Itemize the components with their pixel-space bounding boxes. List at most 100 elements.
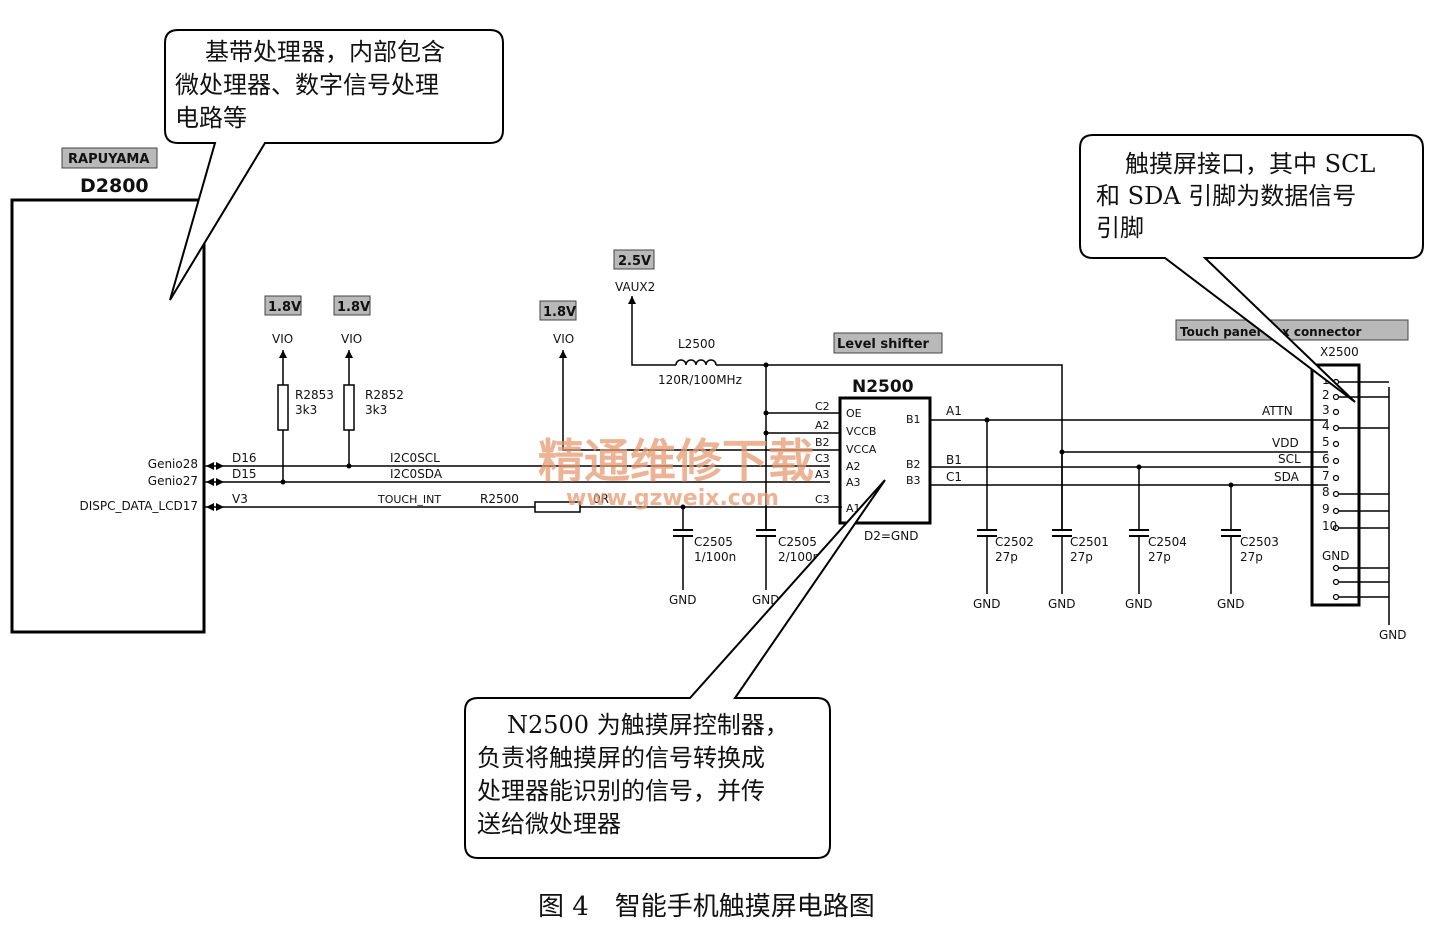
touch-if-line-3: 引脚 [1096, 214, 1144, 242]
n2500-ball-b2: B2 [815, 436, 830, 449]
resistor-r2852 [343, 384, 355, 431]
capacitor-ref: C2503 [1240, 535, 1279, 549]
baseband-line-1: 基带处理器，内部包含 [205, 38, 445, 66]
vaux2-label: VAUX2 [615, 280, 655, 294]
connector-pin-8: 8 [1322, 485, 1330, 499]
n2500-ball-a2: A2 [815, 419, 830, 432]
n2500-ball-c3b: C3 [815, 493, 830, 506]
supply-tag [613, 249, 655, 270]
n2500-box [838, 396, 932, 525]
vio-label: VIO [272, 332, 293, 346]
r2852-value: 3k3 [365, 403, 387, 417]
r2853-value: 3k3 [295, 403, 317, 417]
r2500-value: 0R [593, 492, 609, 506]
nets [205, 465, 842, 508]
connector-gnd-contact [1332, 578, 1340, 586]
connector-nets [930, 419, 1328, 486]
net-i2c0scl-label: I2C0SCL [390, 451, 440, 465]
vio-label: VIO [341, 332, 362, 346]
x2500-ref: X2500 [1320, 345, 1359, 359]
n2500-line-3: 处理器能识别的信号，并传 [477, 777, 765, 805]
baseband-line-3: 电路等 [175, 104, 247, 132]
connector-pin-5: 5 [1322, 435, 1330, 449]
callout-touch-interface: 触摸屏接口，其中 SCL 和 SDA 引脚为数据信号 引脚 [1079, 134, 1424, 403]
capacitor-value: 1/100n [694, 550, 736, 564]
net-touch-int-label: TOUCH_INT [377, 493, 441, 506]
capacitor-value: 27p [1240, 550, 1263, 564]
supply-tag [264, 295, 302, 316]
net-d15: D15 [232, 467, 257, 481]
n2500-pin-b3: B3 [906, 474, 921, 487]
n2500-ref: N2500 [852, 377, 914, 397]
supply-voltage: 2.5V [618, 254, 651, 269]
gnd-label: GND [1048, 597, 1076, 611]
connector-tag [1175, 319, 1409, 341]
x2500-box [1310, 363, 1361, 607]
supply-tag [333, 295, 371, 316]
vio-label: VIO [553, 332, 574, 346]
inductor-l2500 [675, 359, 717, 366]
capacitor-ref: C2502 [995, 535, 1034, 549]
touch-if-line-2: 和 SDA 引脚为数据信号 [1096, 182, 1356, 210]
n2500-ball-c3a: C3 [815, 452, 830, 465]
watermark-cn: 精通维修下载 [538, 434, 814, 488]
sig-scl: SCL [1278, 452, 1301, 466]
connector-pin-contact [1332, 440, 1340, 448]
pin-genio28: Genio28 [148, 457, 198, 471]
connector-pin-contact [1332, 507, 1340, 515]
r2852-ref: R2852 [365, 388, 404, 402]
connector-pin-4: 4 [1322, 419, 1330, 433]
n2500-line-2: 负责将触摸屏的信号转换成 [477, 744, 765, 772]
resistor-r2853 [277, 384, 289, 431]
callout-n2500: N2500 为触摸屏控制器， 负责将触摸屏的信号转换成 处理器能识别的信号，并传… [464, 479, 886, 859]
n2500-pin-b1: B1 [906, 413, 921, 426]
net-d16: D16 [232, 451, 257, 465]
d2800-block: RAPUYAMA D2800 Genio28 Genio27 DISPC_DAT… [10, 147, 206, 634]
capacitor-value: 27p [995, 550, 1018, 564]
n2500-ball-a3: A3 [815, 468, 830, 481]
x2500-block: Touch panel flex connector X2500 1234567… [1175, 319, 1409, 642]
connector-pin-contact [1332, 393, 1340, 401]
net-arrows [206, 462, 224, 511]
n2500-pin-vcca: VCCA [846, 443, 877, 456]
capacitor-value: 27p [1148, 550, 1171, 564]
n2500-pin-a3: A3 [846, 476, 861, 489]
net-a1: A1 [946, 404, 962, 418]
n2500-line-1: N2500 为触摸屏控制器， [507, 711, 789, 739]
supply-voltage: 1.8V [543, 305, 576, 320]
resistor-r2500 [534, 501, 581, 513]
gnd-label: GND [752, 593, 780, 607]
pin-dispc-data-lcd17: DISPC_DATA_LCD17 [80, 499, 199, 513]
net-b1: B1 [946, 453, 962, 467]
gnd-label: GND [669, 593, 697, 607]
n2500-line-4: 送给微处理器 [477, 810, 621, 838]
pullup-r2852: 1.8V VIO R2852 3k3 [333, 295, 404, 469]
x2500-gnd-pin: GND [1322, 549, 1350, 563]
watermark-url: www.gzweix.com [566, 486, 779, 511]
rapuyama-label: RAPUYAMA [68, 152, 149, 167]
connector-pin-6: 6 [1322, 452, 1330, 466]
connector-pin-contact [1332, 490, 1340, 498]
supply-voltage: 1.8V [337, 300, 370, 315]
gnd-label: GND [1217, 597, 1245, 611]
connector-gnd-contact [1332, 564, 1340, 572]
x2500-gnd: GND [1379, 628, 1407, 642]
n2500-pin-a2: A2 [846, 460, 861, 473]
connector-pin-contact [1332, 408, 1340, 416]
sig-vdd: VDD [1272, 436, 1299, 450]
r2500-ref: R2500 [480, 492, 519, 506]
vio-vcca-supply: 1.8V VIO [539, 300, 840, 451]
rapuyama-tag [61, 147, 158, 169]
net-c1: C1 [946, 470, 962, 484]
n2500-pin-b2: B2 [906, 458, 921, 471]
n2500-note: D2=GND [864, 529, 918, 543]
n2500-ball-c2: C2 [815, 400, 830, 413]
connector-pin-3: 3 [1322, 403, 1330, 417]
connector-pin-2: 2 [1322, 388, 1330, 402]
net-i2c0sda-label: I2C0SDA [390, 467, 443, 481]
